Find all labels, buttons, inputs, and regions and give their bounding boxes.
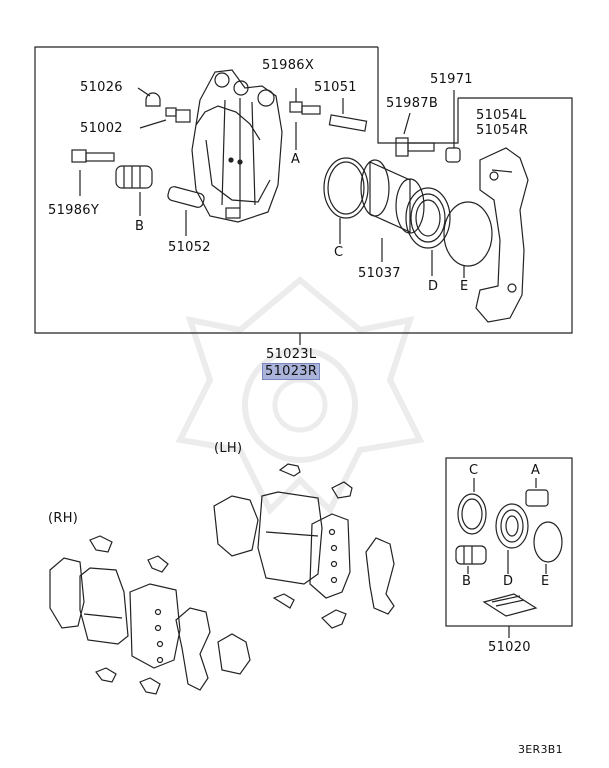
piston-boot-d bbox=[405, 187, 451, 276]
bracket-frame-notch bbox=[377, 47, 459, 144]
callout-a: A bbox=[291, 152, 301, 167]
part-label-51002[interactable]: 51002 bbox=[80, 121, 123, 136]
part-label-51986y[interactable]: 51986Y bbox=[48, 203, 100, 218]
callout-b: B bbox=[135, 219, 145, 234]
cap-51026 bbox=[137, 87, 161, 107]
pin-51051 bbox=[328, 98, 368, 132]
part-label-51052[interactable]: 51052 bbox=[168, 240, 211, 255]
callout-c: C bbox=[334, 245, 344, 260]
kit-callout-b: B bbox=[462, 574, 472, 589]
boot-b bbox=[115, 165, 153, 216]
part-label-51971[interactable]: 51971 bbox=[430, 72, 473, 87]
group-label-lh: (LH) bbox=[214, 441, 243, 456]
kit-callout-d: D bbox=[503, 574, 514, 589]
callout-e: E bbox=[460, 279, 469, 294]
callout-d: D bbox=[428, 279, 439, 294]
washer-51971 bbox=[445, 90, 461, 163]
part-label-51026[interactable]: 51026 bbox=[80, 80, 123, 95]
pad-set-lh bbox=[213, 463, 395, 629]
piston-51037 bbox=[360, 159, 425, 262]
bolt-51986x bbox=[289, 88, 321, 115]
part-label-51054r[interactable]: 51054R bbox=[476, 123, 529, 138]
ring-e bbox=[443, 201, 493, 278]
bolt-51986y bbox=[71, 149, 115, 196]
part-label-51020[interactable]: 51020 bbox=[488, 640, 531, 655]
kit-callout-c: C bbox=[469, 463, 479, 478]
watermark-emblem bbox=[175, 276, 425, 516]
seal-ring-c bbox=[323, 157, 369, 244]
assembly-label-left[interactable]: 51023L bbox=[266, 347, 317, 362]
bolt-51987b bbox=[395, 112, 435, 157]
part-label-51037[interactable]: 51037 bbox=[358, 266, 401, 281]
part-label-51986x[interactable]: 51986X bbox=[262, 58, 315, 73]
caliper-body bbox=[191, 69, 283, 223]
part-label-51987b[interactable]: 51987B bbox=[386, 96, 439, 111]
bleeder-screw-51002 bbox=[139, 107, 191, 129]
caliper-frame bbox=[34, 46, 573, 334]
kit-callout-e: E bbox=[541, 574, 550, 589]
assembly-label-right-highlighted[interactable]: 51023R bbox=[262, 363, 321, 380]
seal-kit-parts bbox=[455, 478, 563, 617]
kit-callout-a: A bbox=[531, 463, 541, 478]
part-label-51054l[interactable]: 51054L bbox=[476, 108, 527, 123]
part-label-51051[interactable]: 51051 bbox=[314, 80, 357, 95]
bracket-51054 bbox=[475, 147, 529, 323]
group-label-rh: (RH) bbox=[48, 511, 79, 526]
pad-set-rh bbox=[49, 535, 251, 695]
sleeve-51052 bbox=[167, 186, 205, 236]
diagram-code: 3ER3B1 bbox=[518, 743, 563, 756]
